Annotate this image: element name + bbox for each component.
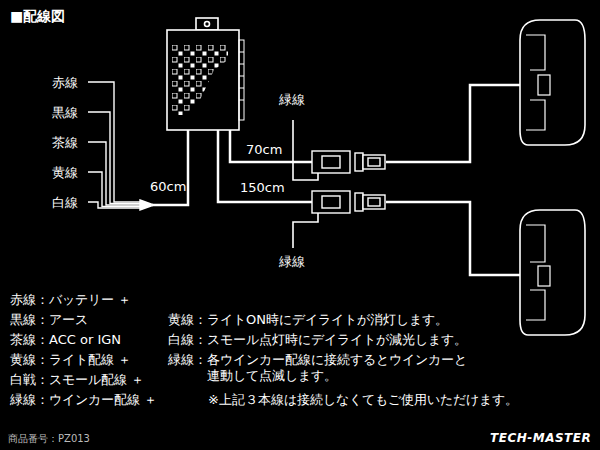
wire-name: 茶線 [52, 135, 78, 151]
wire-legend-text: 黄線：ライト配線 ＋ [10, 352, 131, 368]
wire-legend-text: 白戦：スモール配線 ＋ [10, 372, 144, 388]
note-text: 緑線：各ウインカー配線に接続するとウインカーと 連動して点滅します。 [168, 352, 472, 384]
harness-wires [88, 82, 522, 275]
note-text: 白線：スモール点灯時にデイライトが減光します。 [168, 332, 467, 348]
length-dimension: 60cm [150, 179, 186, 195]
length-dimension: 70cm [246, 142, 282, 158]
note-text: ※上記３本線は接続しなくてもご使用いただけます。 [208, 392, 518, 408]
wire-legend-text: 赤線：バッテリー ＋ [10, 292, 131, 308]
wire-name: 白線 [52, 195, 78, 211]
wire-name: 緑線 [279, 92, 305, 108]
length-dimension: 150cm [240, 180, 285, 196]
wire-legend-text: 茶線：ACC or IGN [10, 332, 121, 348]
control-unit [167, 18, 244, 130]
wire-legend-text: 黒線：アース [10, 312, 88, 328]
daylight-lamps [520, 20, 585, 335]
wire-name: 黄線 [52, 165, 78, 181]
product-number: 商品番号：PZ013 [8, 431, 90, 447]
brand-logo: TECH-MASTER [490, 430, 591, 446]
wire-name: 黒線 [52, 105, 78, 121]
wire-name: 緑線 [279, 254, 305, 270]
wire-legend-text: 緑線：ウインカー配線 ＋ [10, 392, 157, 408]
connectors [312, 151, 385, 213]
diagram-title: ■配線図 [10, 8, 65, 24]
note-text: 黄線：ライトON時にデイライトが消灯します。 [168, 312, 448, 328]
wire-name: 赤線 [52, 75, 78, 91]
